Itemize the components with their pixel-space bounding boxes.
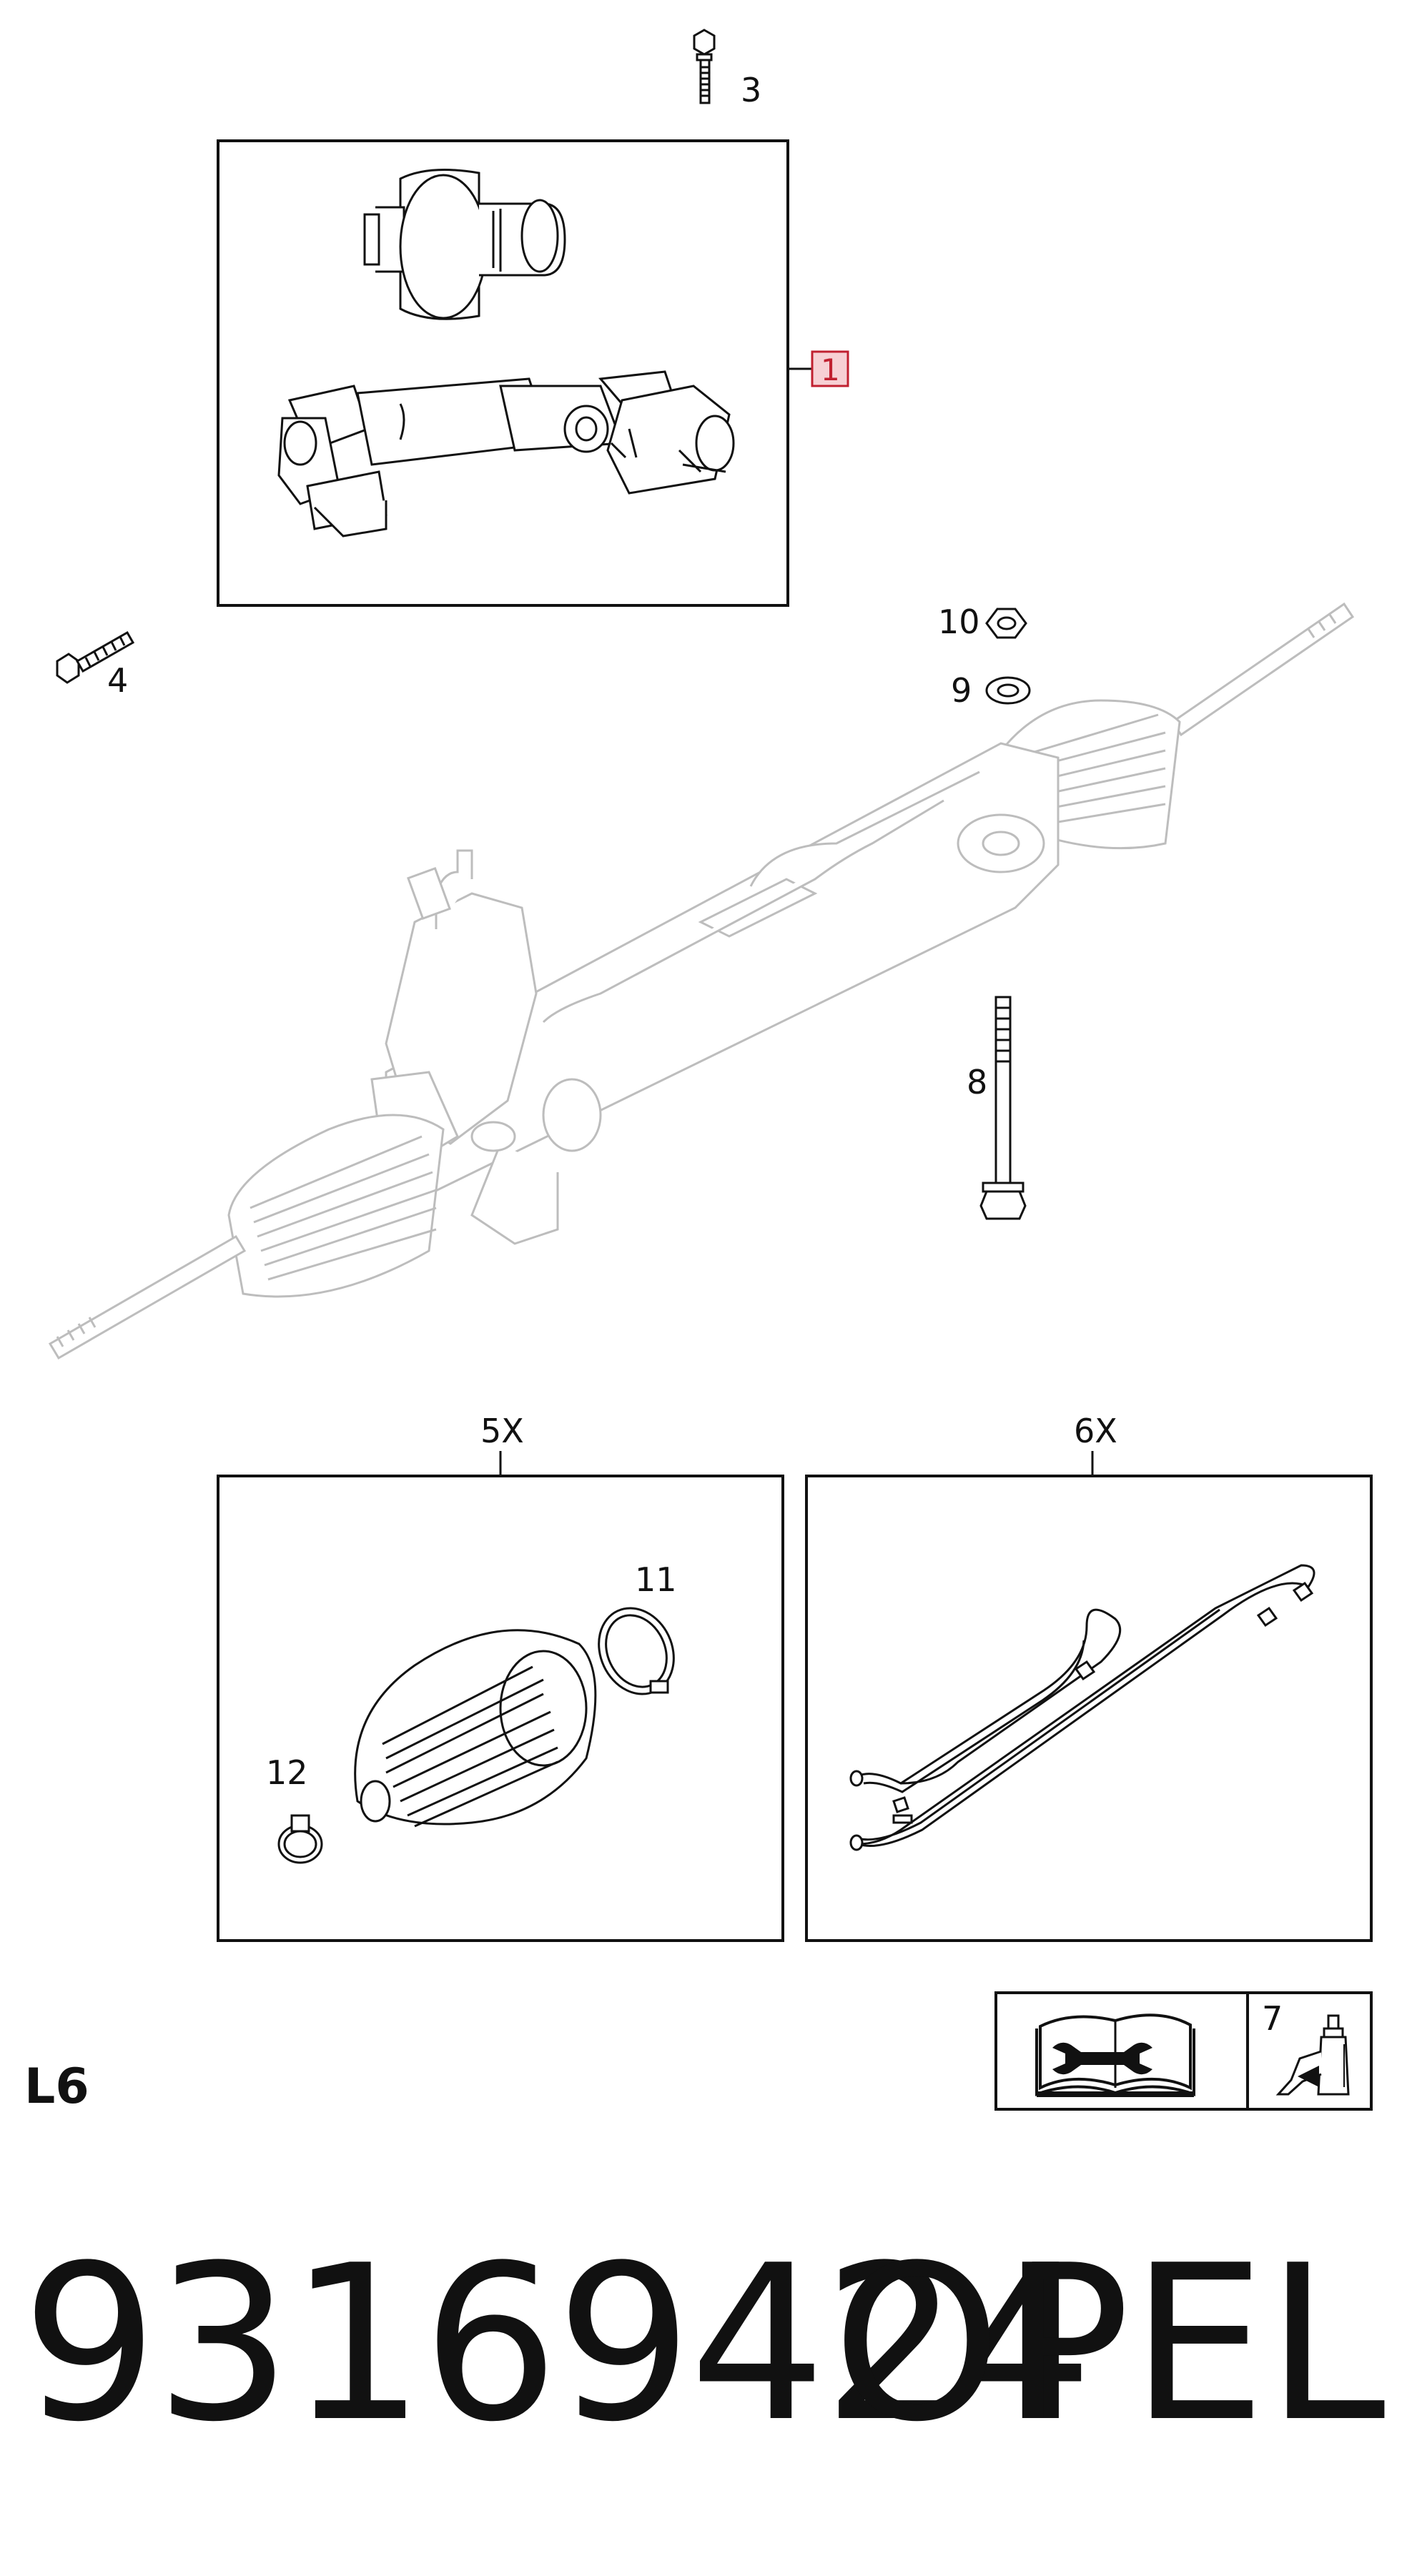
nut-10[interactable] (985, 608, 1027, 639)
part-6x-frame (805, 1475, 1373, 1942)
brand-name: OPEL (832, 2219, 1386, 2469)
hydraulic-lines[interactable] (849, 1564, 1315, 1851)
callout-5x: 5X (480, 1412, 524, 1450)
clamp-11[interactable] (585, 1596, 687, 1707)
part-5x-frame (217, 1475, 784, 1942)
bolt-4[interactable] (56, 630, 135, 684)
callout-11: 11 (635, 1560, 677, 1599)
callout-3: 3 (741, 71, 761, 109)
shaft-boot[interactable] (363, 169, 566, 320)
bolt-3[interactable] (693, 29, 716, 104)
callout-8: 8 (967, 1063, 987, 1101)
callout-4: 4 (107, 661, 128, 700)
clamp-12[interactable] (277, 1814, 323, 1864)
callout-6x: 6X (1074, 1412, 1117, 1450)
manual-book-wrench-icon (1035, 2013, 1195, 2097)
diagram-code: L6 (24, 2059, 89, 2115)
callout-7: 7 (1262, 1999, 1283, 2038)
intermediate-shaft[interactable] (277, 370, 735, 538)
callout-10: 10 (938, 603, 980, 641)
callout-1-box[interactable] (811, 350, 849, 387)
washer-9[interactable] (985, 676, 1031, 705)
rack-boot[interactable] (354, 1629, 597, 1828)
grease-bottle-icon (1275, 2014, 1350, 2096)
callout-9: 9 (951, 671, 972, 710)
callout-12: 12 (266, 1753, 308, 1792)
part-number: 93169424 (21, 2219, 1093, 2469)
part-1-frame (217, 139, 789, 607)
bolt-8[interactable] (979, 996, 1027, 1220)
callout-1: 1 (821, 352, 840, 387)
steering-rack-assembly[interactable] (48, 602, 1355, 1360)
